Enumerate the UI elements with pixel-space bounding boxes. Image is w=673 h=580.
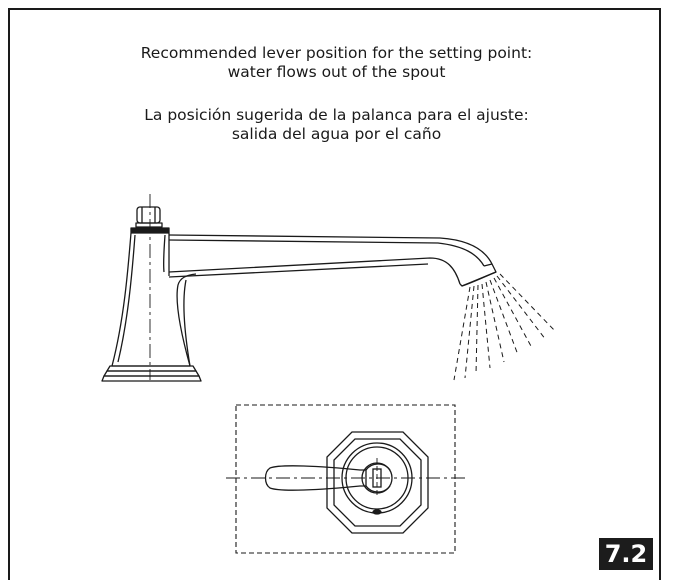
spanish-caption-line-1: La posición sugerida de la palanca para … bbox=[144, 106, 529, 124]
spout-side-view bbox=[101, 194, 557, 382]
english-caption: Recommended lever position for the setti… bbox=[0, 44, 673, 82]
diagram-frame bbox=[8, 8, 661, 580]
spanish-caption: La posición sugerida de la palanca para … bbox=[0, 106, 673, 144]
spanish-caption-line-2: salida del agua por el caño bbox=[231, 125, 442, 143]
english-caption-line-2: water flows out of the spout bbox=[227, 63, 446, 81]
top-view-dashed-outline bbox=[235, 404, 456, 554]
english-caption-line-1: Recommended lever position for the setti… bbox=[140, 44, 533, 62]
spout bbox=[168, 234, 497, 287]
step-number-badge: 7.2 bbox=[599, 538, 653, 570]
water-spray bbox=[453, 273, 557, 381]
lever-top-view bbox=[226, 404, 465, 554]
faucet-body bbox=[101, 232, 202, 382]
escutcheon bbox=[326, 431, 429, 534]
